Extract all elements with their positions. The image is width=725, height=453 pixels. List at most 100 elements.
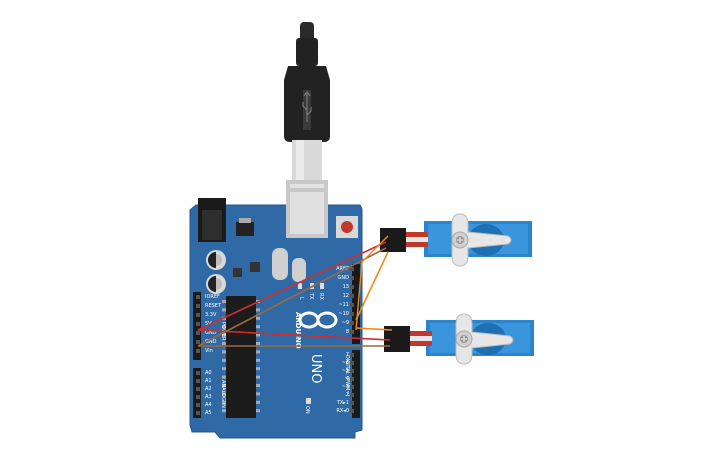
wires (197, 235, 393, 347)
header-pin[interactable] (350, 312, 354, 316)
chip-leg (222, 350, 226, 354)
header-pin[interactable] (196, 371, 200, 375)
crystal-oscillator (272, 248, 288, 280)
chip-leg (222, 367, 226, 371)
pin-label: RX◂0 (336, 408, 349, 414)
arduino-uno-board[interactable]: L TX RX ON ARDUINO UNO IOREFRESET3.3V5VG… (189, 188, 363, 439)
header-pin[interactable] (350, 353, 354, 357)
capacitor (206, 274, 226, 294)
rx-label: RX (318, 293, 324, 300)
resonator (292, 258, 306, 282)
pin-label: 5V (205, 321, 212, 327)
servo-wire-connector (380, 228, 428, 252)
header-pin[interactable] (196, 379, 200, 383)
chip-leg (222, 409, 226, 413)
chip-leg (256, 384, 260, 387)
chip-leg (256, 342, 260, 345)
header-pin[interactable] (350, 321, 354, 325)
wire-signal-servo-1[interactable] (355, 251, 389, 321)
header-pin[interactable] (196, 395, 200, 399)
header-pin[interactable] (350, 267, 354, 271)
wire-5v-to-servo-2[interactable] (197, 329, 391, 341)
header-pin[interactable] (196, 295, 200, 299)
servo-motor-1[interactable] (380, 213, 532, 267)
led-rx (320, 283, 324, 289)
chip-leg (256, 350, 260, 354)
header-pin[interactable] (350, 276, 354, 280)
pin-label: 2 (346, 392, 349, 398)
header-pin[interactable] (350, 393, 354, 397)
pin-label: ~5 (342, 368, 349, 374)
chip-leg (222, 400, 226, 404)
header-pin[interactable] (350, 377, 354, 381)
wire-signal-servo-2[interactable] (355, 327, 393, 331)
pin-label: Vin (205, 348, 213, 354)
on-label: ON (304, 406, 310, 414)
header-pin[interactable] (196, 313, 200, 317)
header-pin[interactable] (196, 411, 200, 415)
header-pin[interactable] (196, 387, 200, 391)
digital-section-label: DIGITAL (PWM~) (344, 355, 350, 397)
pin-label: A0 (205, 370, 212, 376)
header-pin[interactable] (350, 303, 354, 307)
chip-leg (256, 400, 260, 404)
header-pin[interactable] (350, 385, 354, 389)
chip-leg (256, 308, 260, 312)
chip-leg (256, 367, 260, 371)
header-pin[interactable] (350, 361, 354, 365)
pin-label: GND (205, 339, 217, 345)
header-pin[interactable] (350, 369, 354, 373)
chip-leg (256, 409, 260, 413)
chip-leg (222, 308, 226, 312)
header-pin[interactable] (196, 349, 200, 353)
analog-header (193, 368, 201, 418)
header-pin[interactable] (196, 304, 200, 308)
arduino-logo-icon (298, 311, 338, 329)
brand-label: ARDUINO (294, 312, 302, 349)
led-on (306, 398, 311, 404)
pin-label: 8 (346, 329, 349, 335)
l-label: L (298, 297, 304, 300)
header-pin[interactable] (196, 331, 200, 335)
pin-label: GND (205, 330, 217, 336)
pin-label: ~9 (342, 320, 349, 326)
pin-label: 12 (343, 293, 349, 299)
header-pin[interactable] (350, 294, 354, 298)
chip-leg (256, 392, 260, 396)
dc-power-jack (198, 198, 226, 242)
chip-leg (256, 375, 260, 379)
wire-signal-route[interactable] (355, 235, 389, 331)
servo-horn (455, 313, 514, 365)
header-pin[interactable] (196, 322, 200, 326)
pin-label: ~11 (338, 302, 349, 308)
header-pin[interactable] (350, 401, 354, 405)
wire-gnd-to-servo-1[interactable] (197, 247, 387, 347)
header-pin[interactable] (350, 285, 354, 289)
header-pin[interactable] (196, 340, 200, 344)
reset-button[interactable] (336, 216, 358, 238)
servo-motor-2[interactable] (384, 313, 534, 365)
header-pin[interactable] (350, 330, 354, 334)
chip-leg (256, 325, 260, 329)
pin-label: 13 (343, 284, 349, 290)
pin-label: A4 (205, 402, 212, 408)
pin-label: A5 (205, 410, 212, 416)
chip-leg (256, 316, 260, 320)
pin-label: 7 (346, 352, 349, 358)
chip-leg (222, 392, 226, 396)
led-l (298, 283, 302, 289)
atmega-microcontroller (222, 296, 260, 418)
header-pin[interactable] (196, 403, 200, 407)
chip-leg (222, 375, 226, 379)
chip-leg (222, 300, 226, 303)
pin-label: TX▸1 (336, 400, 349, 406)
small-chip (233, 268, 242, 277)
chip-leg (222, 358, 226, 362)
header-pin[interactable] (350, 409, 354, 413)
capacitor (206, 250, 226, 270)
wire-5v-to-servo-1[interactable] (197, 241, 387, 331)
